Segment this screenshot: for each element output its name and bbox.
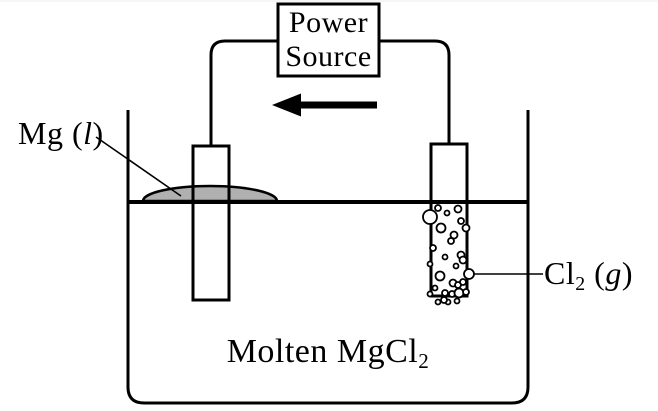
cl2-label-close: ) [621,255,633,291]
right-wire [375,39,451,144]
gas-bubble [429,244,437,252]
gas-bubble [453,297,461,305]
gas-bubble [449,230,459,240]
power-source-box [276,2,381,78]
current-direction-arrow-icon [272,93,377,117]
power-source-label: Power Source [278,4,379,76]
electrolyte-label-subscript: 2 [418,348,430,373]
cl2-gas-label: Cl2 (g) [544,255,633,293]
cl2-label-open: ( [585,255,606,291]
cl2-bubble-cluster [422,204,475,306]
left-electrode [191,144,231,302]
gas-bubble [422,209,438,225]
gas-bubble [435,222,447,234]
electrolyte-label: Molten MgCl2 [128,333,528,373]
cl2-label-subscript: 2 [575,272,586,295]
gas-bubble [459,278,467,286]
gas-bubble [443,209,451,217]
gas-bubble [434,298,442,306]
gas-bubble [458,255,468,265]
gas-bubble [426,290,434,298]
gas-bubble [461,223,471,233]
gas-bubble [463,268,475,280]
tank-outline [126,110,530,405]
molten-mg-pool [141,184,279,203]
mg-label-close: ) [92,115,104,151]
gas-bubble [462,288,470,296]
power-source-label-line1: Power [288,6,369,39]
cl2-label-state-symbol: g [605,255,622,291]
gas-bubble [447,237,455,245]
gas-bubble [434,204,442,212]
mg-label-text: Mg ( [18,115,84,151]
gas-bubble [457,217,465,225]
gas-bubble [452,262,460,270]
gas-bubble [441,253,449,261]
left-wire [209,39,282,146]
gas-bubble [434,270,446,282]
top-edge-line [0,0,658,2]
mg-label-state-symbol: l [83,115,93,151]
electrolyte-label-text: Molten MgCl [226,333,419,370]
gas-bubble [440,296,448,304]
gas-bubble [426,260,434,268]
gas-bubble [441,289,449,297]
gas-bubble [453,287,465,299]
power-source-label-line2: Source [285,40,372,73]
gas-bubble [431,284,439,292]
cl2-label-text: Cl [544,255,576,291]
mg-liquid-label: Mg (l) [18,115,104,151]
gas-bubble [453,204,463,214]
mg-leader-line [95,136,182,197]
